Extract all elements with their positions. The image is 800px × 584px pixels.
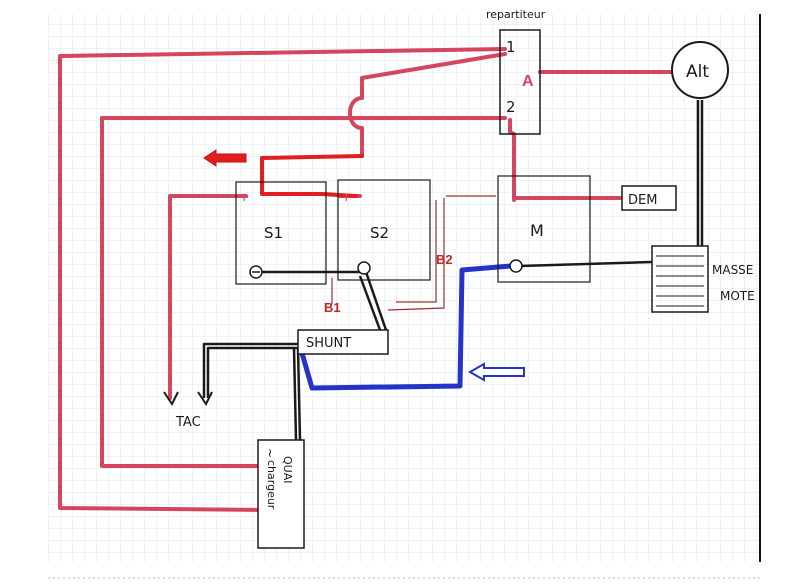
charger-line1: QUAI <box>281 456 294 483</box>
battery-s1: + S1 <box>235 181 327 285</box>
masse-moteur: MASSE MOTE <box>651 245 755 313</box>
tac-arrow2-icon <box>197 391 213 406</box>
battery-s2-label: S2 <box>370 224 389 242</box>
wire-term1-to-junction <box>348 52 507 158</box>
repartiteur-terminal-2: 2 <box>506 98 516 116</box>
paper-grid <box>48 14 760 562</box>
repartiteur-terminal-1: 1 <box>506 38 516 56</box>
wire-s1-to-tac <box>168 194 248 400</box>
blue-arrow-icon <box>467 362 525 382</box>
shunt-label: SHUNT <box>306 336 351 351</box>
negative-wires <box>202 100 704 441</box>
battery-m-minus-terminal <box>509 259 523 273</box>
battery-s1-label: S1 <box>264 224 283 242</box>
masse-moteur-line1: MASSE <box>712 263 753 277</box>
charger-line2: chargeur <box>265 460 278 510</box>
red-arrow-icon <box>203 149 247 167</box>
battery-s2-minus-terminal <box>357 261 371 275</box>
battery-m-label: M <box>530 221 544 240</box>
highlight-negative-wire <box>297 263 511 391</box>
dem-box: DEM <box>621 185 677 211</box>
repartiteur: repartiteur 1 A 2 <box>486 8 546 135</box>
measure-wires <box>331 195 496 311</box>
masse-moteur-line2: MOTE <box>720 289 755 303</box>
tac-label: TAC <box>175 415 201 430</box>
battery-m: M <box>497 175 591 283</box>
dem-label: DEM <box>628 193 657 208</box>
wire-term1-to-charger <box>58 47 507 512</box>
wire-term2-to-charger <box>100 116 507 468</box>
positive-wires <box>58 47 674 512</box>
alternator-label: Alt <box>686 62 709 82</box>
label-b1: B1 <box>324 300 341 315</box>
repartiteur-title: repartiteur <box>486 8 546 21</box>
alternator: Alt <box>671 41 729 99</box>
wire-term2-to-m <box>508 118 516 202</box>
repartiteur-terminal-a: A <box>522 73 534 90</box>
charger-tilde: ~ <box>263 448 277 458</box>
battery-s1-plus: + <box>240 190 248 206</box>
battery-s2-plus: + <box>342 190 350 206</box>
tac-arrow-icon <box>163 391 179 406</box>
battery-s2: + S2 <box>337 179 431 281</box>
highlight-positive-wire <box>260 154 364 198</box>
charger-box: ~ QUAI chargeur <box>257 439 305 549</box>
label-b2: B2 <box>436 252 453 267</box>
shunt: SHUNT <box>297 329 389 355</box>
